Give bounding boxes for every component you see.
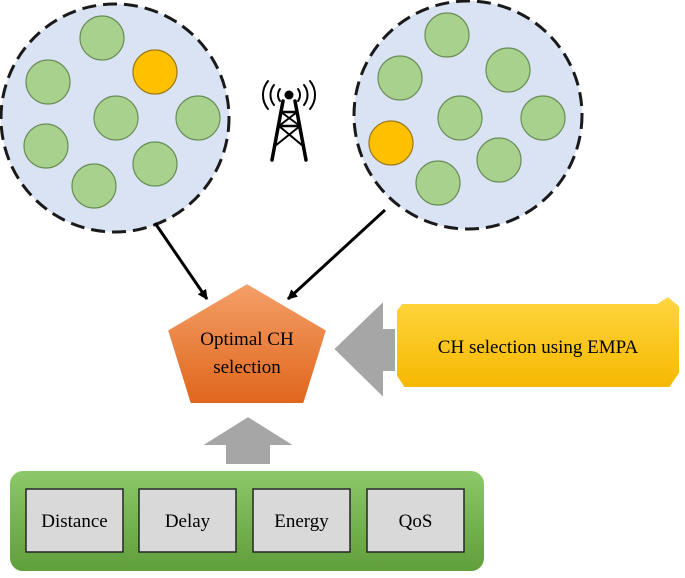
optimal-ch-selection-node: Optimal CH selection	[165, 281, 329, 405]
criterion-energy: Energy	[252, 488, 351, 553]
pentagon-label-line1: Optimal CH	[200, 329, 294, 350]
sensor-node	[424, 12, 470, 58]
criterion-label: Energy	[274, 511, 329, 532]
cluster-head-node	[132, 49, 178, 95]
criterion-label: Delay	[165, 511, 211, 532]
sensor-node	[437, 95, 483, 141]
selection-criteria-panel: Distance Delay Energy QoS	[8, 469, 486, 573]
cluster-right	[352, 0, 584, 231]
sensor-node	[71, 163, 117, 209]
sensor-node	[377, 55, 423, 101]
arrow-criteria-to-selection	[196, 414, 300, 466]
cluster-head-node	[368, 120, 414, 166]
sensor-node	[415, 160, 461, 206]
sensor-node	[485, 47, 531, 93]
sensor-node	[132, 141, 178, 187]
pentagon-label-line2: selection	[213, 357, 281, 378]
ch-selection-method-box: CH selection using EMPA	[395, 294, 681, 389]
sensor-node	[23, 123, 69, 169]
arrow-left-cluster	[153, 222, 209, 300]
criterion-distance: Distance	[25, 488, 124, 553]
sensor-node	[520, 95, 566, 141]
method-box-label: CH selection using EMPA	[438, 337, 639, 358]
criterion-qos: QoS	[366, 488, 465, 553]
arrow-right-cluster	[286, 208, 387, 301]
sensor-node	[175, 95, 221, 141]
sensor-node	[93, 95, 139, 141]
criterion-label: QoS	[399, 511, 433, 532]
cluster-left	[0, 2, 231, 234]
sensor-node	[25, 59, 71, 105]
criterion-label: Distance	[41, 511, 107, 532]
criterion-delay: Delay	[138, 488, 237, 553]
radio-tower-icon	[261, 80, 317, 162]
sensor-node	[79, 15, 125, 61]
sensor-node	[476, 137, 522, 183]
